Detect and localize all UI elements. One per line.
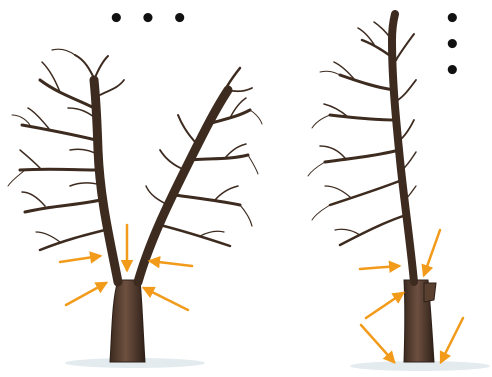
panel-right: • • • [246, 0, 492, 377]
ellipsis-icon: • • • [108, 6, 191, 32]
ellipsis-icon: • • • [444, 6, 492, 84]
panel-left: • • • [0, 0, 246, 377]
